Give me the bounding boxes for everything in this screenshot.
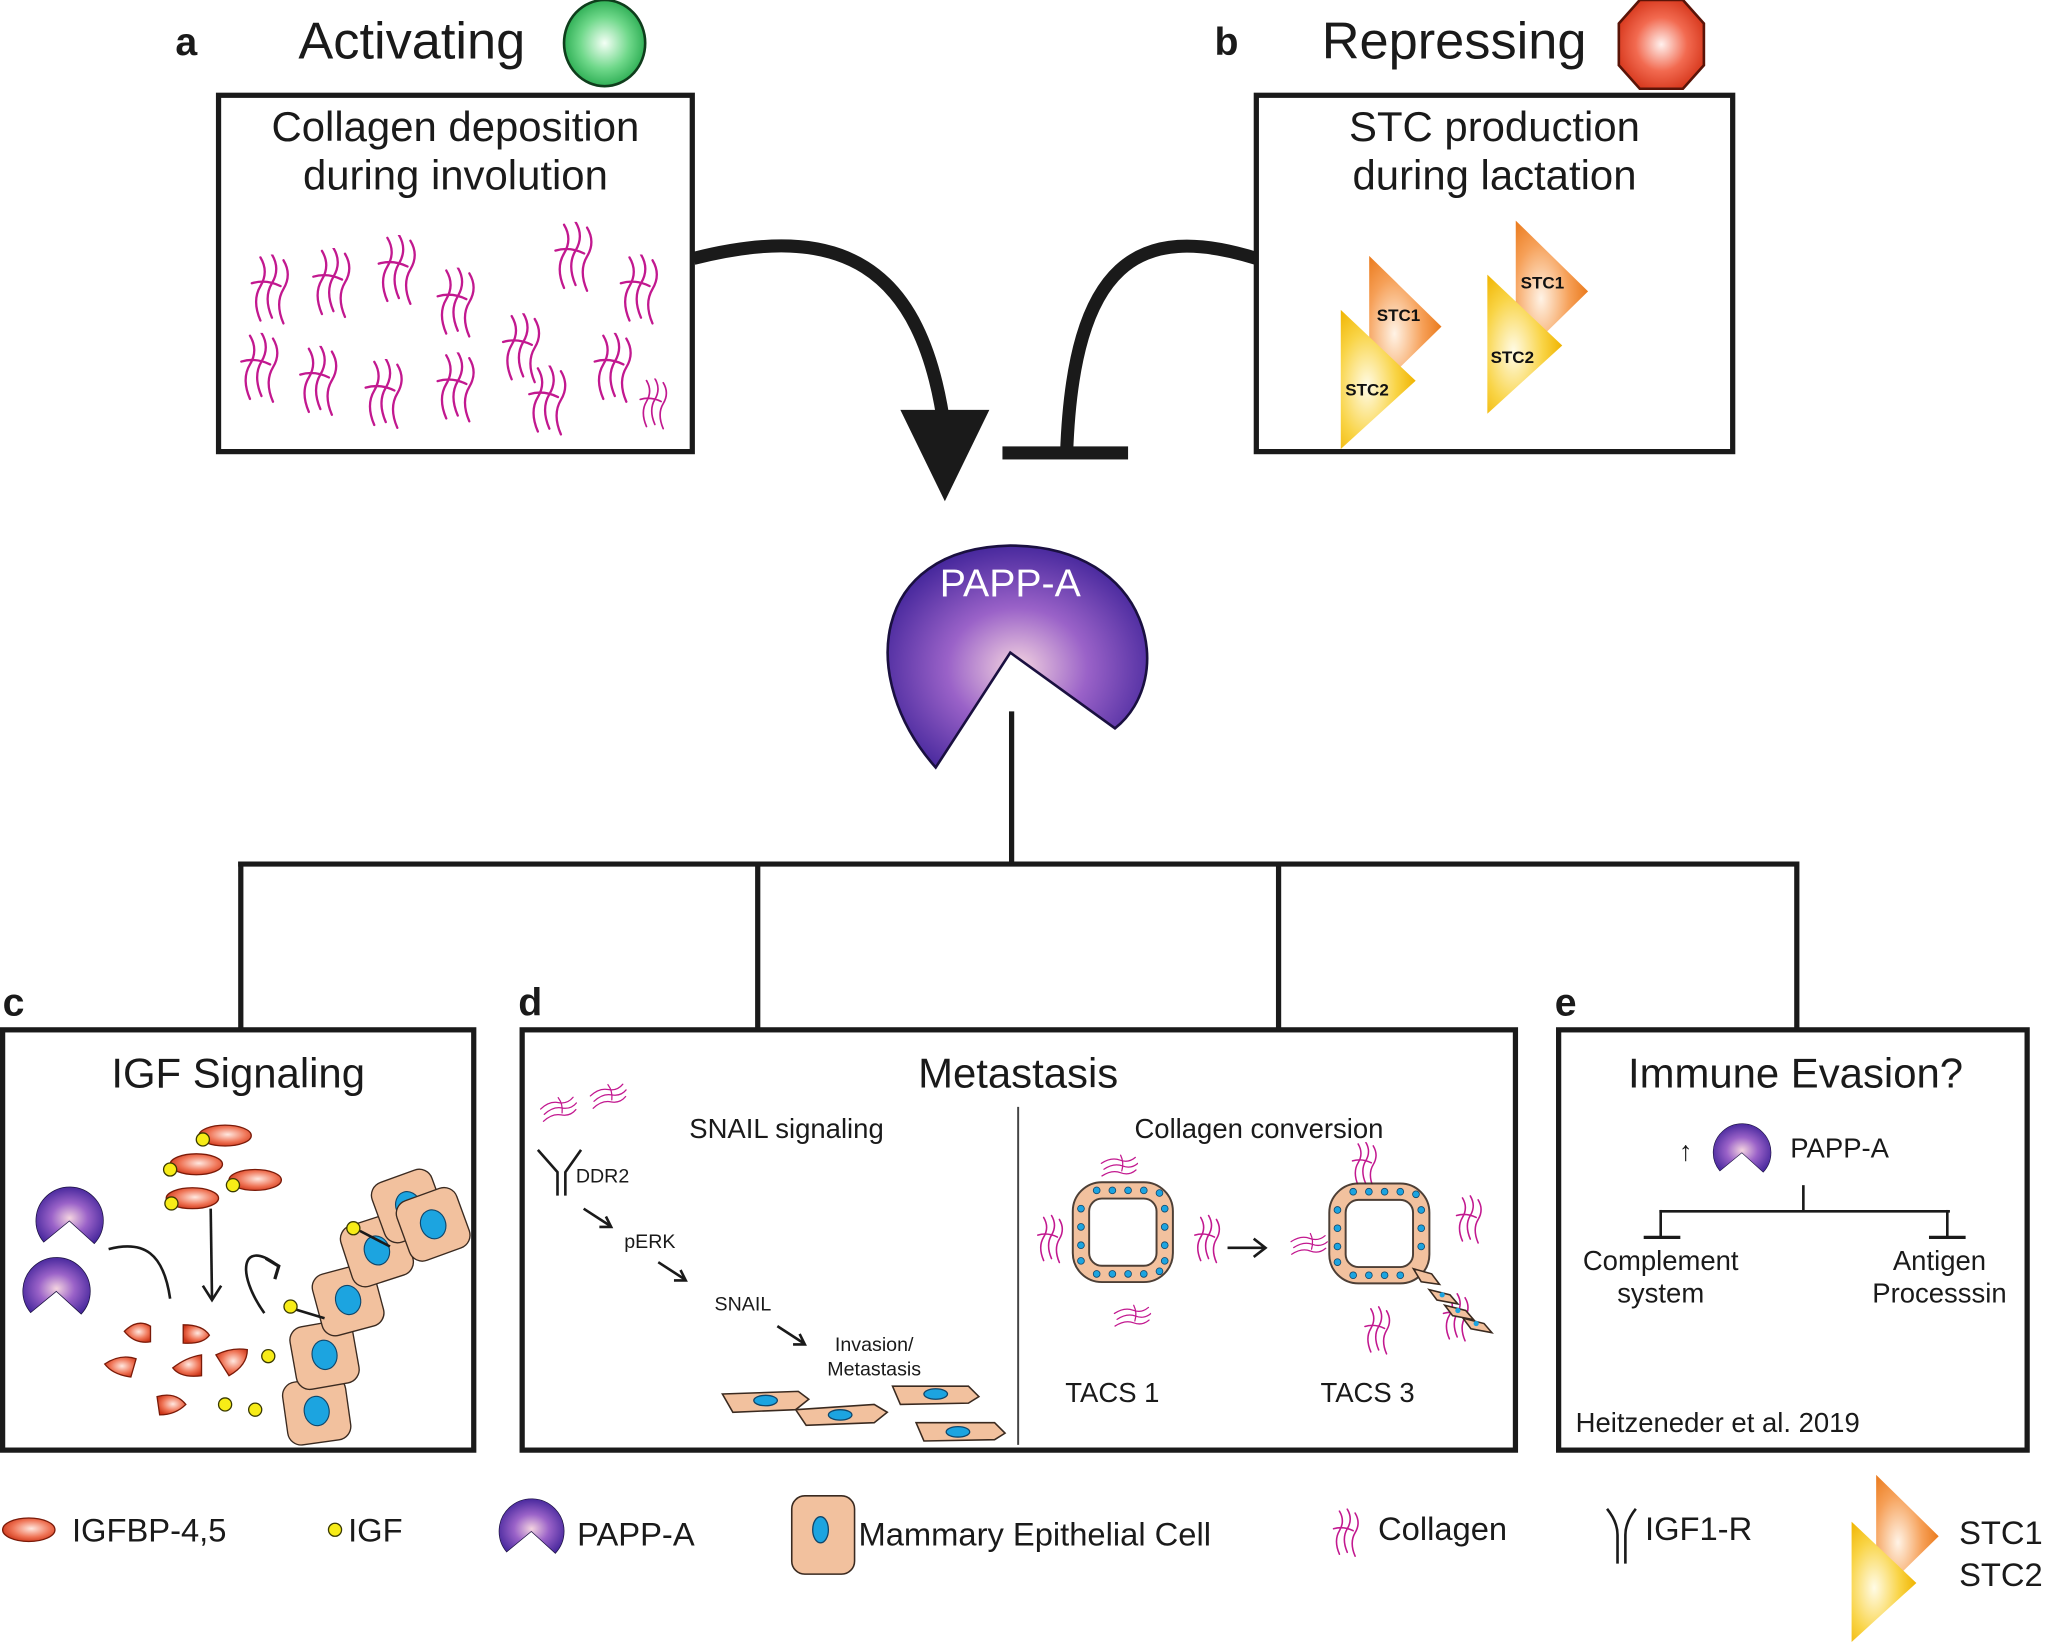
- panel-a: a Activating Collagen deposition during …: [175, 0, 695, 455]
- stc1-label: STC1: [1521, 273, 1564, 292]
- ddr2-receptor-icon: [536, 1149, 583, 1196]
- legend-label: IGF1-R: [1645, 1510, 1752, 1547]
- stc1-label: STC1: [1377, 306, 1420, 325]
- panel-b-title-line1: STC production: [1349, 103, 1640, 150]
- legend-label: STC2: [1959, 1556, 2043, 1593]
- branch-tree: [238, 711, 1800, 1032]
- green-circle-go-icon: [562, 0, 647, 88]
- complement-label-line2: system: [1617, 1278, 1704, 1309]
- igfbp-ellipse-icon: [1, 1517, 56, 1543]
- panel-b-letter: b: [1214, 21, 1238, 64]
- panel-e: e Immune Evasion? ↑ PAPP-A Complement sy…: [1555, 982, 2030, 1453]
- arrow-icon: [657, 1261, 686, 1281]
- immune-branch-lines: [1643, 1185, 1966, 1240]
- panel-e-letter: e: [1555, 982, 1577, 1025]
- legend-item-stc: STC1 STC2: [1851, 1474, 2043, 1642]
- panel-a-heading: Activating: [298, 13, 525, 71]
- arrow-icon: [776, 1325, 805, 1345]
- curved-arrow-icon: [244, 1254, 276, 1314]
- red-octagon-stop-icon: [1617, 0, 1706, 91]
- panel-d-letter: d: [518, 982, 542, 1025]
- perk-label: pERK: [624, 1231, 675, 1253]
- legend-label: PAPP-A: [577, 1515, 695, 1552]
- citation: Heitzeneder et al. 2019: [1576, 1407, 1860, 1438]
- panel-a-title-line2: during involution: [303, 151, 608, 198]
- panel-b-heading: Repressing: [1322, 13, 1587, 71]
- panel-d-title: Metastasis: [918, 1049, 1118, 1096]
- panel-a-letter: a: [175, 21, 198, 64]
- panel-d: d Metastasis SNAIL signaling DDR2 pERK S…: [518, 982, 1519, 1453]
- legend-item-igf: IGF: [327, 1512, 403, 1549]
- panel-e-pappa-label: PAPP-A: [1790, 1133, 1889, 1164]
- legend-item-epithelial-cell: Mammary Epithelial Cell: [790, 1495, 1211, 1575]
- migrating-cells: [721, 1385, 1007, 1442]
- pappa-label: PAPP-A: [940, 563, 1082, 606]
- antigen-label-line1: Antigen: [1893, 1245, 1986, 1276]
- collagen-conversion-subtitle: Collagen conversion: [1134, 1113, 1383, 1144]
- legend-label: STC1: [1959, 1514, 2043, 1551]
- panel-c: c IGF Signaling: [0, 982, 477, 1453]
- igfbp-igf-complexes: [162, 1124, 283, 1211]
- legend-label: Collagen: [1378, 1510, 1507, 1547]
- stc-pair-1: STC1 STC2: [1340, 255, 1442, 450]
- legend: IGFBP-4,5 IGF PAPP-A Mammary Epithelial …: [1, 1474, 2043, 1642]
- arrowhead-icon: [900, 409, 990, 502]
- ddr2-label: DDR2: [576, 1166, 629, 1188]
- activating-arrow: [691, 239, 990, 502]
- stc2-label: STC2: [1491, 348, 1534, 367]
- panel-c-letter: c: [3, 982, 25, 1025]
- collagen-fiber-icon: [1332, 1508, 1360, 1558]
- tacs1-label: TACS 1: [1065, 1377, 1159, 1408]
- legend-label: Mammary Epithelial Cell: [858, 1515, 1211, 1552]
- pappa-pacman-icon: [498, 1498, 565, 1554]
- legend-item-pappa: PAPP-A: [498, 1498, 695, 1554]
- legend-item-igf1r: IGF1-R: [1606, 1508, 1752, 1564]
- legend-label: IGFBP-4,5: [72, 1512, 226, 1549]
- legend-label: IGF: [348, 1512, 402, 1549]
- cleaved-igfbp-fragments: [103, 1322, 248, 1416]
- antigen-label-line2: Processsin: [1872, 1278, 2006, 1309]
- panel-a-title-line1: Collagen deposition: [272, 103, 640, 150]
- panel-e-box: [1556, 1027, 2030, 1453]
- arrow-icon: [582, 1207, 611, 1227]
- panel-e-title: Immune Evasion?: [1628, 1049, 1963, 1096]
- up-arrow-icon: ↑: [1679, 1135, 1693, 1166]
- central-pappa: PAPP-A: [886, 544, 1149, 770]
- metastasis-label: Metastasis: [827, 1359, 921, 1381]
- legend-item-igfbp: IGFBP-4,5: [1, 1512, 226, 1549]
- panel-b: b Repressing STC production during lacta…: [1214, 0, 1736, 455]
- stc-triangles-icon: [1851, 1474, 1939, 1642]
- panel-b-title-line2: during lactation: [1353, 151, 1637, 198]
- repressing-inhibition-line: [1002, 239, 1259, 460]
- snail-label: SNAIL: [715, 1293, 772, 1315]
- igf-dot-icon: [327, 1522, 343, 1537]
- snail-signaling-subtitle: SNAIL signaling: [689, 1113, 883, 1144]
- down-arrow-icon: [209, 1208, 214, 1299]
- complement-label-line1: Complement: [1583, 1245, 1739, 1276]
- escaping-cells: [1411, 1267, 1494, 1334]
- pappa-pacman-icon: [886, 544, 1149, 770]
- tacs3-label: TACS 3: [1320, 1377, 1414, 1408]
- stc-pair-2: STC1 STC2: [1487, 220, 1589, 414]
- inhibition-bar-icon: [1002, 446, 1129, 460]
- stc2-label: STC2: [1345, 381, 1388, 400]
- igf1r-receptor-icon: [1606, 1508, 1637, 1564]
- invasion-label: Invasion/: [835, 1334, 914, 1356]
- tacs3-acinus: [1287, 1142, 1494, 1355]
- igf1r-bound-igf: [283, 1221, 391, 1320]
- legend-item-collagen: Collagen: [1332, 1508, 1507, 1558]
- tacs1-acinus: [1036, 1151, 1221, 1330]
- right-arrow-icon: [1227, 1237, 1268, 1258]
- panel-c-title: IGF Signaling: [111, 1049, 365, 1096]
